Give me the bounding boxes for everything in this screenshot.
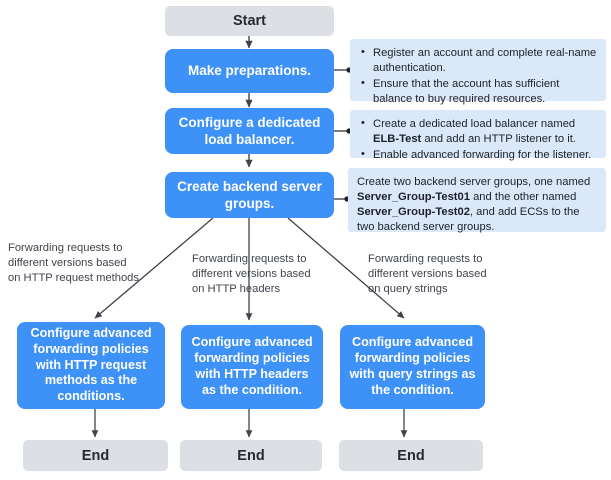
node-create-backend-server-groups[interactable]: Create backend server groups. bbox=[165, 172, 334, 218]
callout-text-mid: and the other named bbox=[469, 190, 577, 203]
node-make-preparations[interactable]: Make preparations. bbox=[165, 49, 334, 93]
node-end-middle[interactable]: End bbox=[180, 440, 322, 471]
node-policy-http-request-methods[interactable]: Configure advanced forwarding policies w… bbox=[17, 322, 165, 409]
callout-item: Ensure that the account has sufficient b… bbox=[359, 76, 597, 107]
callout-text-post: and add an HTTP listener to it. bbox=[421, 132, 576, 145]
callout-text-bold-1: Server_Group-Test01 bbox=[357, 190, 470, 203]
node-policy-query-strings[interactable]: Configure advanced forwarding policies w… bbox=[340, 325, 485, 409]
callout-make-preparations: Register an account and complete real-na… bbox=[350, 39, 606, 105]
callout-item: Create a dedicated load balancer named E… bbox=[359, 116, 597, 147]
callout-item: Enable advanced forwarding for the liste… bbox=[359, 147, 597, 163]
node-end-left[interactable]: End bbox=[23, 440, 168, 471]
edge-label-query-strings: Forwarding requests to different version… bbox=[368, 253, 487, 296]
node-end-right[interactable]: End bbox=[339, 440, 483, 471]
callout-server-groups: Create two backend server groups, one na… bbox=[348, 168, 606, 235]
callout-paragraph: Create two backend server groups, one na… bbox=[357, 175, 597, 235]
node-policy-http-headers[interactable]: Configure advanced forwarding policies w… bbox=[181, 325, 323, 409]
callout-load-balancer: Create a dedicated load balancer named E… bbox=[350, 110, 606, 161]
callout-text-bold-2: Server_Group-Test02 bbox=[357, 205, 470, 218]
node-configure-load-balancer[interactable]: Configure a dedicated load balancer. bbox=[165, 108, 334, 154]
callout-text-bold: ELB-Test bbox=[373, 132, 422, 145]
edge-label-http-headers: Forwarding requests to different version… bbox=[192, 253, 311, 296]
node-start[interactable]: Start bbox=[165, 6, 334, 36]
edge-label-http-request-methods: Forwarding requests to different version… bbox=[8, 242, 139, 285]
callout-item: Register an account and complete real-na… bbox=[359, 45, 597, 76]
callout-text-pre: Create two backend server groups, one na… bbox=[357, 176, 591, 188]
callout-text-post: , and add ECSs to the two backend server… bbox=[357, 205, 580, 233]
callout-text-pre: Create a dedicated load balancer named bbox=[373, 118, 576, 130]
